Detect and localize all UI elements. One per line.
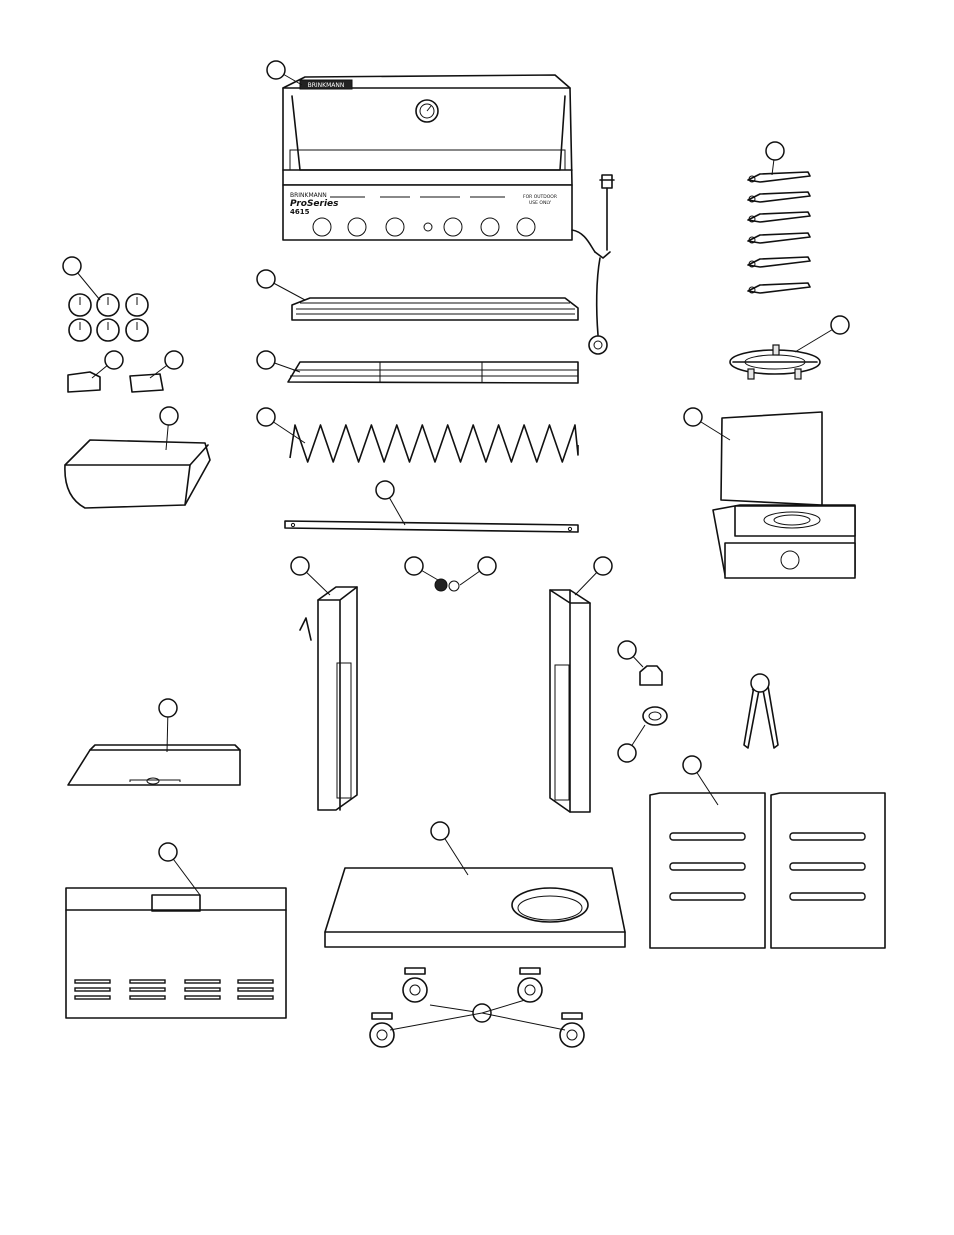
callout-bubble	[291, 557, 309, 575]
vent-slot	[238, 988, 273, 991]
control-knobs	[69, 294, 148, 341]
caster-wheel	[560, 1023, 584, 1047]
callout-leader	[482, 1013, 565, 1030]
callout-bubble	[105, 351, 123, 369]
side-burner-bracket	[68, 372, 163, 392]
callout-bubble	[751, 674, 769, 692]
vent-slot	[185, 988, 220, 991]
callout-bubble	[683, 756, 701, 774]
caster-plate	[520, 968, 540, 974]
burner-tube	[748, 233, 810, 243]
burner-tubes	[748, 172, 810, 293]
burner-tube	[748, 283, 810, 293]
side-burner	[713, 412, 855, 578]
nut-and-washer	[435, 579, 459, 591]
callout-bubble	[159, 699, 177, 717]
vent-slot	[185, 980, 220, 983]
caster-wheel	[370, 1023, 394, 1047]
notice-line-2: USE ONLY	[529, 200, 551, 206]
vent-slot	[75, 980, 110, 983]
side-shelf	[65, 440, 210, 508]
callout-bubble	[257, 351, 275, 369]
burner-tube	[748, 257, 810, 267]
drain-cap	[643, 707, 667, 725]
callout-bubble	[63, 257, 81, 275]
vent-slot	[75, 996, 110, 999]
vent-slot	[130, 996, 165, 999]
heat-tents	[290, 425, 578, 462]
caster-wheel	[518, 978, 542, 1002]
callout-bubble	[376, 481, 394, 499]
callout-bubble	[159, 843, 177, 861]
callout-bubble	[618, 744, 636, 762]
vent-slot	[238, 996, 273, 999]
rear-panel	[66, 888, 286, 1018]
callout-bubble	[267, 61, 285, 79]
callout-leader	[390, 1013, 482, 1030]
left-side-panel	[300, 587, 357, 810]
cooking-grate	[288, 362, 578, 383]
handles	[744, 686, 778, 748]
caster-plate	[372, 1013, 392, 1019]
warming-rack	[292, 298, 578, 320]
callout-bubble	[257, 270, 275, 288]
grill-hood: BRINKMANN	[283, 75, 572, 185]
right-side-panel	[550, 590, 590, 812]
caster-plate	[562, 1013, 582, 1019]
vent-slot	[238, 980, 273, 983]
callout-bubble	[766, 142, 784, 160]
burner-tube	[748, 192, 810, 202]
callout-bubble	[165, 351, 183, 369]
notice-line-1: FOR OUTDOOR	[523, 194, 557, 200]
vent-slot	[130, 980, 165, 983]
burner-tube	[748, 172, 810, 182]
hood-brand-label: BRINKMANN	[308, 82, 345, 89]
callout-bubble	[594, 557, 612, 575]
callout-bubble	[684, 408, 702, 426]
vent-slot	[130, 988, 165, 991]
caster-wheel	[403, 978, 427, 1002]
callout-bubble	[257, 408, 275, 426]
callout-bubble	[405, 557, 423, 575]
vent-slot	[185, 996, 220, 999]
panel-brand-label: BRINKMANN	[290, 192, 327, 199]
callout-bubble	[160, 407, 178, 425]
vent-slot	[75, 988, 110, 991]
callout-bubble	[831, 316, 849, 334]
side-burner-grate	[730, 345, 820, 379]
grease-tray	[68, 745, 240, 785]
caster-plate	[405, 968, 425, 974]
callout-bubble	[478, 557, 496, 575]
front-cross-brace	[285, 521, 578, 532]
model-label: 4615	[290, 208, 310, 216]
callout-bubble	[618, 641, 636, 659]
caster-cap	[640, 666, 662, 685]
control-panel: BRINKMANN ProSeries 4615 FOR OUTDOOR USE…	[283, 185, 572, 240]
doors	[650, 793, 885, 948]
bottom-shelf	[325, 868, 625, 947]
regulator-hose	[572, 175, 614, 354]
callout-bubble	[431, 822, 449, 840]
burner-tube	[748, 212, 810, 222]
